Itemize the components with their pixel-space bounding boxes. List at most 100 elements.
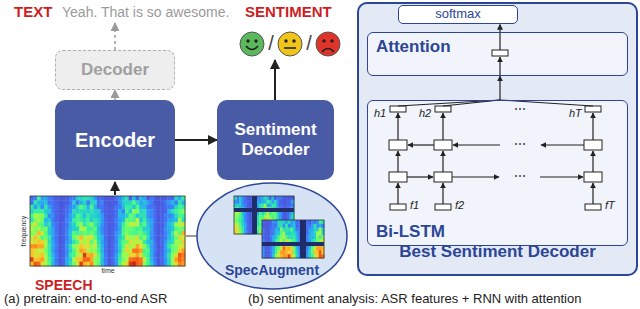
spectrogram-cell <box>153 222 157 227</box>
node-label: Best Sentiment Decoder <box>399 242 596 262</box>
spectrogram-cell <box>83 253 87 258</box>
spectrogram-cell <box>55 200 59 205</box>
spectrogram-cell <box>125 227 129 232</box>
spectrogram-cell <box>30 222 34 227</box>
spectrogram-cell <box>269 215 272 219</box>
spectrogram-cell <box>93 205 97 210</box>
flow-arrow <box>274 60 276 100</box>
spectrogram-cell <box>314 228 317 232</box>
spectrogram-cell <box>41 231 45 236</box>
spectrogram-cell <box>264 200 267 204</box>
spectrogram-cell <box>178 244 182 249</box>
spectrogram-cell <box>160 209 164 214</box>
spectrogram-cell <box>51 244 55 249</box>
spectrogram-cell <box>72 235 76 240</box>
node-label: Sentiment Decoder <box>225 120 326 159</box>
spectrogram-cell <box>44 218 48 223</box>
spectrogram-cell <box>234 219 237 223</box>
spectrogram-cell <box>93 231 97 236</box>
spectrogram-cell <box>34 218 38 223</box>
spectrogram-cell <box>132 244 136 249</box>
spectrogram-cell <box>239 223 242 227</box>
spectrogram-cell <box>171 209 175 214</box>
spectrogram-cell <box>153 196 157 201</box>
spectrogram-cell <box>129 222 133 227</box>
spectrogram-cell <box>69 231 73 236</box>
leader-line <box>186 235 197 236</box>
spectrogram-cell <box>104 235 108 240</box>
spectrogram-cell <box>37 222 41 227</box>
spectrogram-cell <box>167 240 171 245</box>
spectrogram-cell <box>30 249 34 254</box>
spectrogram-cell <box>262 247 265 251</box>
spectrogram-cell <box>284 204 287 208</box>
spectrogram-cell <box>69 227 73 232</box>
spectrogram-cell <box>259 204 262 208</box>
spectrogram-cell <box>139 227 143 232</box>
spectrogram-cell <box>270 228 273 232</box>
flow-arrow <box>114 182 116 195</box>
spectrogram-cell <box>44 205 48 210</box>
spectrogram-cell <box>129 227 133 232</box>
spectrogram-cell <box>272 224 275 228</box>
spectrogram-cell <box>51 240 55 245</box>
spectrogram-cell <box>132 214 136 219</box>
spectrogram-cell <box>76 235 80 240</box>
spectrogram-cell <box>72 244 76 249</box>
ellipse-outline <box>197 183 347 289</box>
axis-label: time <box>101 267 114 275</box>
spectrogram-cell <box>293 231 296 235</box>
spectrogram-cell <box>272 250 275 254</box>
spectrogram-cell <box>150 200 154 205</box>
spectrogram-cell <box>278 231 281 235</box>
spectrogram-cell <box>69 218 73 223</box>
spectrogram-cell <box>48 227 52 232</box>
spectrogram-cell <box>171 227 175 232</box>
spectrogram-cell <box>280 235 283 239</box>
spectrogram-cell <box>97 196 101 201</box>
hidden-state-vector <box>585 106 601 112</box>
spectrogram-cell <box>97 222 101 227</box>
spectrogram-cell <box>125 214 129 219</box>
spectrogram-cell <box>93 257 97 262</box>
spectrogram-cell <box>111 218 115 223</box>
spectrogram-cell <box>55 240 59 245</box>
spectrogram-cell <box>65 209 69 214</box>
spectrogram-cell <box>316 247 319 251</box>
spectrogram-cell <box>41 196 45 201</box>
spectrogram-cell <box>239 219 242 223</box>
spectrogram-cell <box>272 228 275 232</box>
spectrogram-cell <box>34 253 38 258</box>
spectrogram-cell <box>178 249 182 254</box>
spectrogram-cell <box>79 205 83 210</box>
spectrogram-cell <box>90 244 94 249</box>
spectrogram-cell <box>37 196 41 201</box>
spectrogram-cell <box>51 253 55 258</box>
spectrogram-cell <box>72 222 76 227</box>
spectrogram-cell <box>174 214 178 219</box>
spectrogram-cell <box>288 235 291 239</box>
spectrogram-cell <box>262 224 265 228</box>
spectrogram-cell <box>44 227 48 232</box>
spectrogram-cell <box>160 214 164 219</box>
spectrogram-cell <box>44 209 48 214</box>
spectrogram-cell <box>239 226 242 230</box>
spectrogram-cell <box>237 204 240 208</box>
spectrogram-cell <box>34 244 38 249</box>
spectrogram-cell <box>270 235 273 239</box>
specaugment-ellipse: SpecAugment <box>196 182 348 290</box>
spectrogram-cell <box>272 220 275 224</box>
spectrogram-cell <box>143 209 147 214</box>
caption: (a) pretrain: end-to-end ASR <box>4 292 167 307</box>
spectrogram-cell <box>125 257 129 262</box>
face-eye <box>322 39 325 42</box>
spectrogram-cell <box>283 220 286 224</box>
spectrogram-cell <box>125 196 129 201</box>
spectrogram-cell <box>290 224 293 228</box>
spectrogram-cell <box>30 235 34 240</box>
spectrogram-cell <box>242 204 245 208</box>
band-fill <box>367 32 628 76</box>
spectrogram-cell <box>285 220 288 224</box>
spectrogram-cell <box>51 200 55 205</box>
